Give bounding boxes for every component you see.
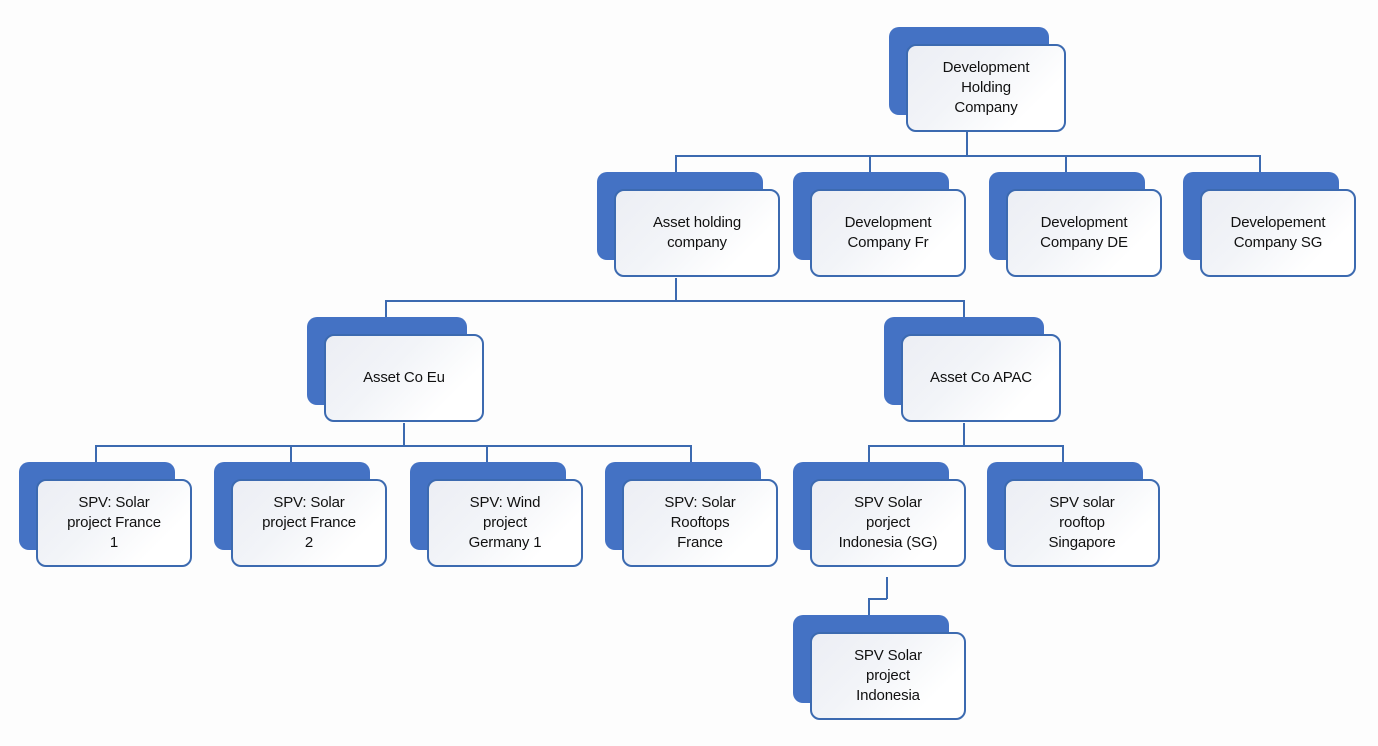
node-card[interactable]: Asset holding company	[614, 189, 780, 277]
node-card[interactable]: Developement Company SG	[1200, 189, 1356, 277]
connector-drop-spv-solar-fr-1	[95, 445, 97, 467]
node-spv-wind-project-germany-1[interactable]: SPV: Wind project Germany 1	[410, 462, 583, 567]
node-spv-solar-project-france-1[interactable]: SPV: Solar project France 1	[19, 462, 192, 567]
node-asset-holding-company[interactable]: Asset holding company	[597, 172, 780, 277]
connector-drop-asset-holding	[675, 155, 677, 177]
node-development-holding-company[interactable]: Development Holding Company	[889, 27, 1066, 132]
node-label: SPV solar rooftop Singapore	[1048, 494, 1116, 551]
node-asset-co-apac[interactable]: Asset Co APAC	[884, 317, 1061, 422]
node-development-company-fr[interactable]: Development Company Fr	[793, 172, 966, 277]
connector-asset-co-apac-down	[963, 423, 965, 446]
node-label: Asset holding company	[652, 214, 742, 251]
connector-drop-spv-solar-id	[868, 598, 870, 620]
node-card[interactable]: SPV Solar project Indonesia	[810, 632, 966, 720]
connector-drop-spv-solar-id-sg	[868, 445, 870, 467]
node-label: Development Holding Company	[942, 59, 1030, 116]
node-card[interactable]: SPV solar rooftop Singapore	[1004, 479, 1160, 567]
node-card[interactable]: Development Company DE	[1006, 189, 1162, 277]
connector-drop-dev-sg	[1259, 155, 1261, 177]
connector-drop-dev-fr	[869, 155, 871, 177]
node-spv-solar-project-indonesia-sg[interactable]: SPV Solar porject Indonesia (SG)	[793, 462, 966, 567]
connector-drop-spv-solar-fr-2	[290, 445, 292, 467]
connector-level4-eu-bus	[95, 445, 691, 447]
connector-drop-spv-solar-rooftop-sg	[1062, 445, 1064, 467]
node-label: SPV: Solar project France 2	[262, 494, 356, 551]
connector-level4-apac-bus	[868, 445, 1063, 447]
connector-drop-spv-wind-de-1	[486, 445, 488, 467]
node-label: Development Company Fr	[844, 214, 932, 251]
node-label: SPV: Solar project France 1	[67, 494, 161, 551]
node-card[interactable]: Development Holding Company	[906, 44, 1066, 132]
node-card[interactable]: SPV Solar porject Indonesia (SG)	[810, 479, 966, 567]
connector-drop-dev-de	[1065, 155, 1067, 177]
node-card[interactable]: Asset Co Eu	[324, 334, 484, 422]
connector-spv-id-sg-down	[886, 577, 888, 599]
node-label: Development Company DE	[1040, 214, 1128, 251]
node-label: Asset Co APAC	[930, 369, 1032, 387]
node-label: SPV Solar project Indonesia	[854, 647, 922, 704]
node-card[interactable]: SPV: Wind project Germany 1	[427, 479, 583, 567]
node-spv-solar-project-france-2[interactable]: SPV: Solar project France 2	[214, 462, 387, 567]
node-card[interactable]: Development Company Fr	[810, 189, 966, 277]
node-label: Developement Company SG	[1230, 214, 1326, 251]
node-development-company-de[interactable]: Development Company DE	[989, 172, 1162, 277]
node-development-company-sg[interactable]: Developement Company SG	[1183, 172, 1356, 277]
connector-spv-id-bus	[868, 598, 887, 600]
node-label: SPV: Wind project Germany 1	[468, 494, 542, 551]
node-card[interactable]: SPV: Solar project France 1	[36, 479, 192, 567]
connector-root-down	[966, 132, 968, 156]
connector-asset-holding-down	[675, 278, 677, 301]
node-card[interactable]: SPV: Solar Rooftops France	[622, 479, 778, 567]
node-card[interactable]: SPV: Solar project France 2	[231, 479, 387, 567]
node-spv-solar-rooftop-singapore[interactable]: SPV solar rooftop Singapore	[987, 462, 1160, 567]
connector-drop-asset-co-eu	[385, 300, 387, 322]
node-label: Asset Co Eu	[363, 369, 445, 387]
connector-drop-spv-solar-rooftops-fr	[690, 445, 692, 467]
connector-level3-bus	[385, 300, 965, 302]
connector-drop-asset-co-apac	[963, 300, 965, 322]
node-label: SPV: Solar Rooftops France	[664, 494, 736, 551]
connector-level2-bus	[675, 155, 1261, 157]
node-asset-co-eu[interactable]: Asset Co Eu	[307, 317, 484, 422]
node-card[interactable]: Asset Co APAC	[901, 334, 1061, 422]
node-spv-solar-rooftops-france[interactable]: SPV: Solar Rooftops France	[605, 462, 778, 567]
node-spv-solar-project-indonesia[interactable]: SPV Solar project Indonesia	[793, 615, 966, 720]
connector-asset-co-eu-down	[403, 423, 405, 446]
node-label: SPV Solar porject Indonesia (SG)	[838, 494, 938, 551]
